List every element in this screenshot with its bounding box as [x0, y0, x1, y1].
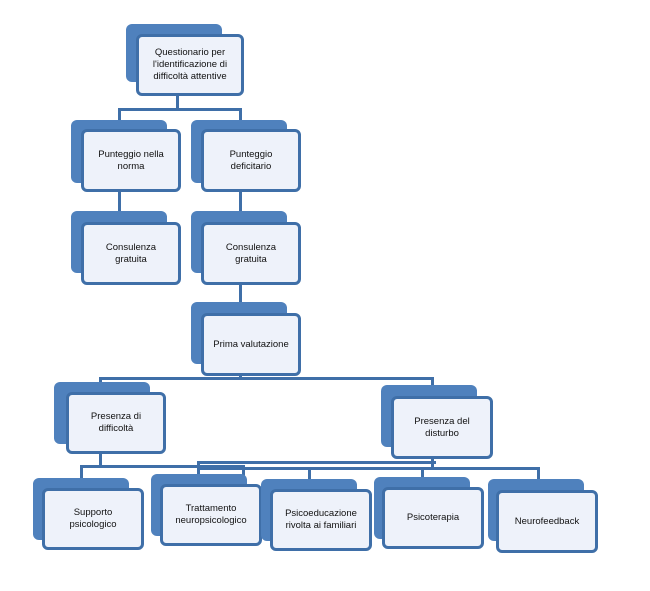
connector — [99, 377, 434, 380]
connector — [80, 465, 83, 479]
connector — [80, 465, 245, 468]
node-label: Consulenza gratuita — [105, 241, 157, 265]
node-label: Trattamento neuropsicologico — [175, 503, 247, 526]
node-consulenza-gratuita-1: Consulenza gratuita — [71, 211, 181, 285]
node-consulenza-gratuita-2: Consulenza gratuita — [191, 211, 301, 285]
connector — [431, 377, 434, 391]
connector — [99, 449, 102, 467]
node-label: Questionario per l'identificazione di di… — [152, 47, 228, 82]
node-punteggio-deficitario: Punteggio deficitario — [191, 120, 301, 192]
connector — [537, 467, 540, 481]
connector — [421, 467, 424, 479]
node-supporto-psicologico: Supporto psicologico — [33, 478, 144, 550]
node-prima-valutazione: Prima valutazione — [191, 302, 301, 376]
node-neurofeedback: Neurofeedback — [488, 479, 598, 553]
connector — [242, 465, 245, 479]
connector — [118, 108, 242, 111]
node-trattamento-neuropsicologico: Trattamento neuropsicologico — [151, 474, 262, 546]
node-label: Presenza di difficoltà — [90, 411, 142, 434]
node-presenza-disturbo: Presenza del disturbo — [381, 385, 493, 459]
connector — [197, 461, 200, 479]
connector — [118, 190, 121, 218]
node-presenza-difficolta: Presenza di difficoltà — [54, 382, 166, 454]
connector — [308, 467, 311, 481]
node-label: Prima valutazione — [213, 338, 289, 350]
node-label: Consulenza gratuita — [225, 241, 277, 265]
node-label: Punteggio deficitario — [229, 148, 273, 172]
connector — [239, 281, 242, 309]
node-psicoterapia: Psicoterapia — [374, 477, 484, 549]
connector — [176, 92, 179, 110]
connector — [200, 467, 540, 470]
node-label: Presenza del disturbo — [414, 415, 470, 439]
node-label: Psicoterapia — [406, 512, 460, 524]
connector — [197, 461, 436, 464]
node-label: Neurofeedback — [514, 515, 580, 527]
node-punteggio-norma: Punteggio nella norma — [71, 120, 181, 192]
node-questionario: Questionario per l'identificazione di di… — [126, 24, 244, 96]
connector — [239, 190, 242, 218]
node-psicoeducazione: Psicoeducazione rivolta ai familiari — [261, 479, 372, 551]
node-label: Psicoeducazione rivolta ai familiari — [285, 508, 357, 531]
node-label: Supporto psicologico — [69, 507, 117, 530]
node-label: Punteggio nella norma — [98, 148, 164, 172]
connector — [239, 373, 242, 379]
